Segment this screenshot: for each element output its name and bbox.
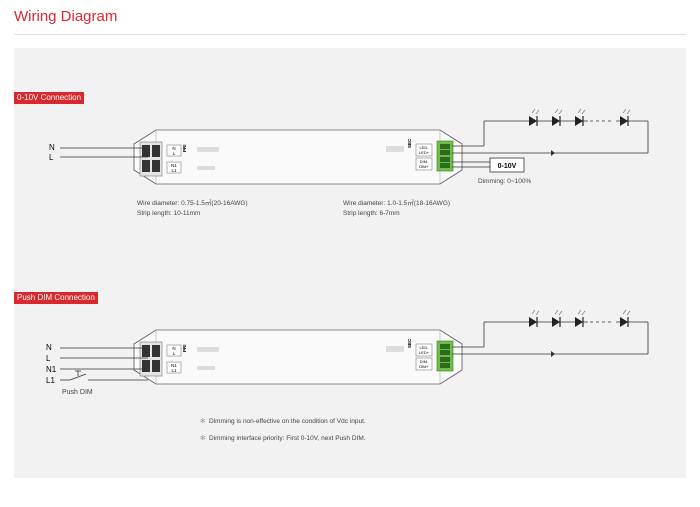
input-label-l1: L1 — [46, 376, 55, 385]
note-symbol-icon: ✻ — [200, 417, 206, 425]
note-dimming-priority: Dimming interface priority: First 0-10V,… — [209, 435, 366, 442]
pri-terminal-l: L — [173, 351, 176, 356]
sec-label: SEC — [407, 138, 412, 148]
push-switch — [69, 373, 87, 381]
pri-label: PRI — [182, 344, 187, 352]
pri-terminal-n: N — [172, 346, 175, 351]
wire-spec-output-diameter: Wire diameter: 1.0-1.5㎡(18-16AWG) — [343, 198, 450, 207]
sec-terminal-dim-plus: DIM+ — [419, 364, 429, 369]
pri-terminal-l1: L1 — [171, 168, 177, 173]
pri-label: PRI — [182, 144, 187, 152]
section-label-0-10v: 0-10V Connection — [14, 92, 85, 104]
led-icon — [551, 309, 563, 328]
sec-terminal-led-minus: LED- — [419, 145, 429, 150]
section-0-10v-diagram: N L N1 L1 PRI SEC LED- LED+ DIM- DIM+ N … — [49, 108, 649, 217]
led-icon — [619, 108, 631, 127]
page-title: Wiring Diagram — [14, 8, 118, 25]
led-icon — [574, 108, 586, 127]
pri-terminal-l: L — [173, 151, 176, 156]
pri-terminal-n1: N1 — [171, 163, 177, 168]
diagram-panel — [14, 48, 686, 478]
dimming-range: Dimming: 0~100% — [478, 178, 532, 185]
push-dim-label: Push DIM — [62, 389, 93, 396]
led-icon — [528, 309, 540, 328]
sec-label: SEC — [407, 338, 412, 348]
input-label-n: N — [46, 343, 52, 352]
input-label-n: N — [49, 143, 55, 152]
pri-terminal-l1: L1 — [171, 368, 177, 373]
sec-terminal-led-plus: LED+ — [419, 150, 430, 155]
note-vdc-input: Dimming is non-effective on the conditio… — [209, 418, 366, 425]
title-divider — [14, 34, 686, 35]
pri-terminal-n: N — [172, 146, 175, 151]
sec-terminal-dim-minus: DIM- — [420, 359, 429, 364]
driver-housing — [133, 129, 463, 185]
section-label-push-dim: Push DIM Connection — [14, 292, 98, 304]
input-label-l: L — [49, 153, 54, 162]
pri-terminal-n1: N1 — [171, 363, 177, 368]
sec-terminal-led-minus: LED- — [419, 345, 429, 350]
led-icon — [574, 309, 586, 328]
input-label-n1: N1 — [46, 365, 57, 374]
wire-spec-input-strip: Strip length: 10-11mm — [137, 210, 200, 217]
driver-housing — [133, 329, 463, 385]
dimmer-0-10v-box — [489, 157, 525, 173]
wire-spec-output-strip: Strip length: 6-7mm — [343, 210, 400, 217]
led-icon — [528, 108, 540, 127]
section-push-dim-diagram: N L N1 L1 PRI SEC LED- LED+ DIM- DIM+ N … — [46, 309, 649, 442]
sec-terminal-dim-minus: DIM- — [420, 159, 429, 164]
sec-terminal-dim-plus: DIM+ — [419, 164, 429, 169]
note-symbol-icon: ✻ — [200, 434, 206, 442]
input-label-l: L — [46, 354, 51, 363]
led-icon — [619, 309, 631, 328]
led-icon — [551, 108, 563, 127]
wire-spec-input-diameter: Wire diameter: 0.75-1.5㎡(20-16AWG) — [137, 198, 248, 207]
sec-terminal-led-plus: LED+ — [419, 350, 430, 355]
dimmer-0-10v-label: 0-10V — [498, 163, 517, 170]
